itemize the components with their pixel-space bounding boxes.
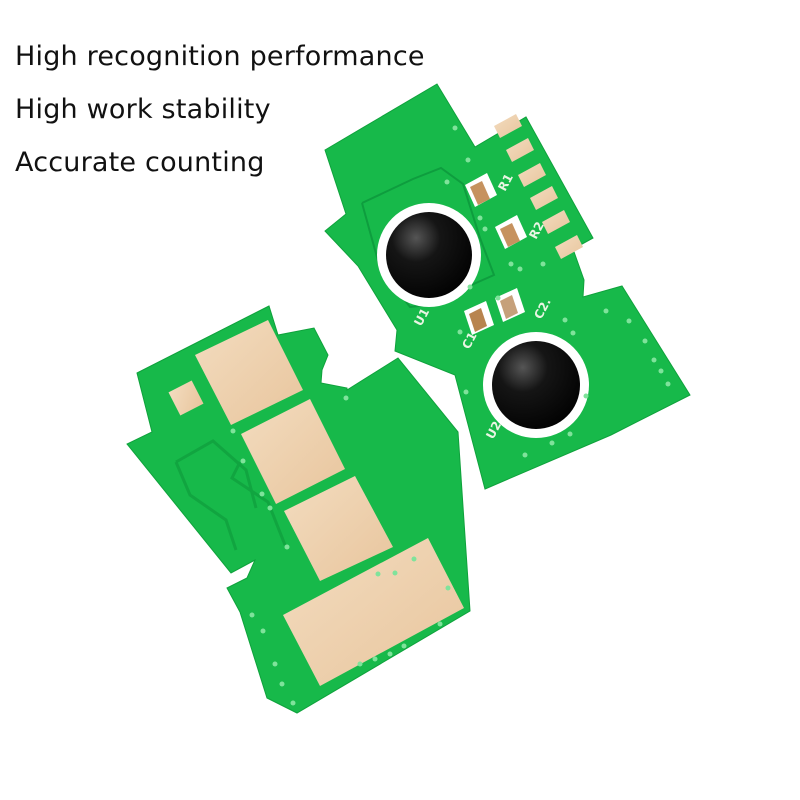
chip-component-board bbox=[324, 83, 691, 490]
resistor-r1 bbox=[465, 173, 497, 207]
capacitor-c2 bbox=[495, 288, 525, 322]
chip-contact-pad-3 bbox=[284, 476, 393, 581]
chip-contact-traces bbox=[174, 439, 287, 551]
ic-u1 bbox=[377, 203, 481, 307]
feature-item-counting: Accurate counting bbox=[15, 147, 265, 178]
capacitor-c1 bbox=[464, 301, 494, 335]
chip-contact-pin1-pad bbox=[168, 380, 204, 416]
chip-contact-pad-2 bbox=[241, 399, 345, 504]
chip-component-vias bbox=[444, 125, 671, 458]
chip-contact-pad-4 bbox=[283, 538, 464, 686]
feature-list: High recognition performance High work s… bbox=[15, 30, 425, 189]
ic-u2 bbox=[483, 332, 589, 438]
chip-contact-vias bbox=[230, 395, 451, 706]
resistor-r2 bbox=[495, 215, 527, 249]
feature-item-stability: High work stability bbox=[15, 94, 271, 125]
chip-contact-pad-1 bbox=[195, 320, 303, 425]
feature-item-recognition: High recognition performance bbox=[15, 41, 425, 72]
chip-component-side: R1 R2 U1 U2 C1 C2. bbox=[324, 83, 691, 490]
chip-component-edge-pads bbox=[494, 114, 583, 259]
chip-contact-side bbox=[126, 305, 471, 714]
